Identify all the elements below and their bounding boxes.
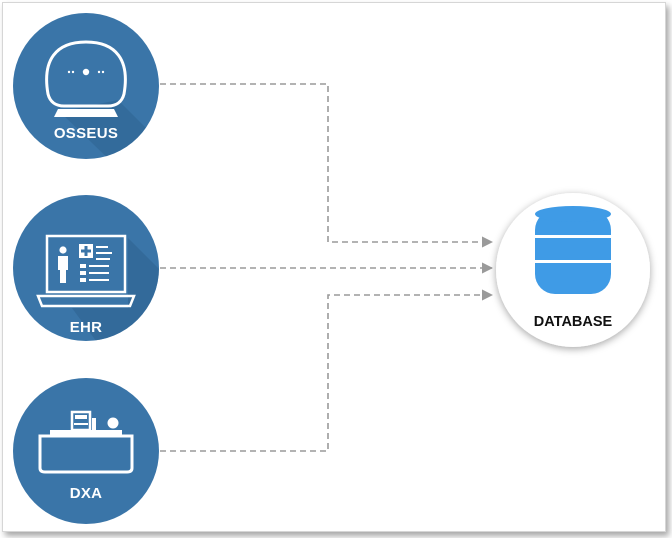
node-osseus: OSSEUS [13, 13, 159, 159]
dxa-label: DXA [70, 485, 103, 502]
connector-osseus-to-database [160, 83, 494, 248]
dxa-scanner-bed-icon [38, 410, 134, 474]
connector-dxa-to-database [160, 289, 494, 452]
ehr-label: EHR [70, 319, 103, 336]
node-dxa: DXA [13, 378, 159, 524]
node-ehr: EHR [13, 195, 159, 341]
laptop-patient-record-icon [36, 234, 136, 308]
osseus-label: OSSEUS [54, 125, 118, 142]
database-cylinder-icon [535, 206, 611, 294]
node-database: DATABASE [496, 193, 650, 347]
scanner-device-icon [45, 40, 127, 117]
database-label: DATABASE [534, 314, 613, 330]
connectors [160, 83, 494, 452]
